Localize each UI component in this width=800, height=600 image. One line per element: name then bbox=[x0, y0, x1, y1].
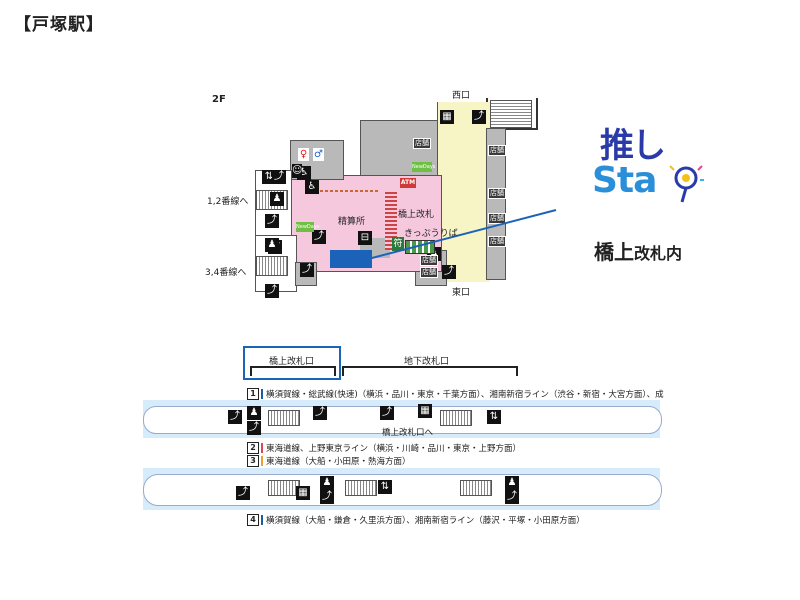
track-2-color bbox=[261, 443, 263, 453]
person-icon-1: ♟ bbox=[265, 238, 279, 252]
upper-person-icon-1: ♟ bbox=[247, 406, 261, 420]
escalator-icon-5: ⤴ bbox=[300, 263, 314, 277]
shop-tag-7: 店舗 bbox=[420, 267, 438, 278]
shop-tag-6: 店舗 bbox=[420, 255, 438, 266]
oshi-sta-logo: 推し Sta bbox=[592, 118, 722, 228]
shop-tag-5: 店舗 bbox=[488, 236, 506, 247]
logo-caption-rest: 改札内 bbox=[634, 244, 683, 263]
upper-escalator-icon-1: ⤴ bbox=[228, 410, 242, 424]
gate-left-bracket bbox=[250, 366, 336, 376]
logo-star-icon bbox=[669, 165, 704, 203]
lower-escalator-icon-3: ⤴ bbox=[505, 490, 519, 504]
pink-divider-2 bbox=[385, 190, 397, 250]
newdays-badge-top: NewDays bbox=[412, 162, 436, 172]
track-3-number: 3 bbox=[247, 455, 259, 467]
track-4-color bbox=[261, 515, 263, 525]
logo-text-top: 推し bbox=[600, 126, 666, 166]
track-2-number: 2 bbox=[247, 442, 259, 454]
bridge-gate-highlight bbox=[330, 250, 372, 268]
track-4-text: 横須賀線（大船・鎌倉・久里浜方面）、湘南新宿ライン（藤沢・平塚・小田原方面） bbox=[266, 516, 585, 526]
atm-badge: ATM bbox=[400, 178, 416, 188]
lower-stair-3 bbox=[460, 480, 492, 496]
logo-caption-strong: 橋上 bbox=[594, 240, 634, 264]
bridge-gate-label: 橋上改札 bbox=[398, 210, 435, 220]
stair-to-3-4 bbox=[256, 256, 288, 276]
baby-icon: ☺ bbox=[292, 164, 303, 178]
upper-stair-1 bbox=[268, 410, 300, 426]
ticket-office-label: きっぷうりば bbox=[404, 229, 458, 239]
lower-person-icon-2: ♟ bbox=[505, 476, 519, 490]
gate-right-bracket bbox=[342, 366, 518, 376]
person-icon-2: ♟ bbox=[270, 192, 284, 206]
lower-escalator-icon-1: ⤴ bbox=[236, 486, 250, 500]
pointer-line bbox=[371, 209, 557, 259]
lower-escalator-icon-2: ⤴ bbox=[320, 490, 334, 504]
gate-right-label: 地下改札口 bbox=[404, 357, 450, 367]
floor-map: 2F ♀ ♂ ♿ ☺ ⇅ ⤴ ⤴ ⤴ ⤴ ♟ ♟ ⤴ ⤴ ♿ ⊟ ▦ ⤴ ⤴ ♟… bbox=[205, 91, 557, 298]
upper-elevator-icon: ⇅ bbox=[487, 410, 501, 424]
track-1-text: 横須賀線・総武線(快速)（横浜・品川・東京・千葉方面）、湘南新宿ライン（渋谷・新… bbox=[266, 390, 664, 400]
shop-tag-2: 店舗 bbox=[488, 145, 506, 156]
ticket-icon: ⊟ bbox=[358, 231, 372, 245]
escalator-icon-2: ⤴ bbox=[265, 214, 279, 228]
escalator-icon-6: ⤴ bbox=[312, 230, 326, 244]
upper-escalator-icon-2: ⤴ bbox=[247, 421, 261, 435]
lower-elevator-icon: ⇅ bbox=[378, 480, 392, 494]
newdays-badge-left: NewDays bbox=[296, 222, 320, 232]
track-3-text: 東海道線（大船・小田原・熱海方面） bbox=[266, 457, 411, 467]
gate-left-box bbox=[243, 346, 341, 380]
fare-adjust-label: 精算所 bbox=[338, 217, 366, 227]
west-exit-stairs bbox=[490, 100, 532, 128]
floor-label: 2F bbox=[212, 94, 226, 105]
shop-tag-3: 店舗 bbox=[488, 188, 506, 199]
track-1-number: 1 bbox=[247, 388, 259, 400]
upper-escalator-icon-4: ⤴ bbox=[380, 406, 394, 420]
west-exit-label: 西口 bbox=[452, 91, 471, 101]
track-2-text: 東海道線、上野東京ライン（横浜・川崎・品川・東京・上野方面） bbox=[266, 444, 522, 454]
locker-icon: ▦ bbox=[440, 110, 454, 124]
track-1-color bbox=[261, 389, 263, 399]
shop-tag-4: 店舗 bbox=[488, 213, 506, 224]
to-line-3-4-label: 3,4番線へ bbox=[205, 268, 247, 278]
restroom-male-icon: ♀ bbox=[298, 148, 309, 161]
lower-stair-2 bbox=[345, 480, 377, 496]
escalator-icon-1: ⤴ bbox=[272, 170, 286, 184]
ticket-gate-icon: 符 bbox=[392, 237, 404, 251]
wheelchair-icon: ♿ bbox=[305, 180, 319, 194]
upper-locker-icon: ▦ bbox=[418, 404, 432, 418]
upper-escalator-icon-3: ⤴ bbox=[313, 406, 327, 420]
logo-caption: 橋上改札内 bbox=[594, 236, 682, 265]
gate-left-label: 橋上改札口 bbox=[269, 357, 315, 367]
to-line-1-2-label: 1,2番線へ bbox=[207, 197, 249, 207]
track-4-number: 4 bbox=[247, 514, 259, 526]
upper-stair-2 bbox=[440, 410, 472, 426]
pink-divider-1 bbox=[320, 190, 380, 192]
restroom-female-icon: ♂ bbox=[313, 148, 324, 161]
track-3-color bbox=[261, 456, 263, 466]
lower-locker-icon: ▦ bbox=[296, 486, 310, 500]
shop-tag-1: 店舗 bbox=[413, 138, 431, 149]
lower-person-icon-1: ♟ bbox=[320, 476, 334, 490]
escalator-icon-7: ⤴ bbox=[472, 110, 486, 124]
lower-platform bbox=[143, 474, 662, 506]
escalator-icon-8: ⤴ bbox=[442, 265, 456, 279]
platform-map: 橋上改札口 地下改札口 1 横須賀線・総武線(快速)（横浜・品川・東京・千葉方面… bbox=[0, 340, 800, 540]
east-exit-label: 東口 bbox=[452, 288, 471, 298]
to-bridge-gate-label: 橋上改札口へ bbox=[382, 428, 434, 438]
logo-text-bottom: Sta bbox=[592, 160, 657, 201]
page-title: 【戸塚駅】 bbox=[14, 15, 104, 35]
escalator-icon-4: ⤴ bbox=[265, 284, 279, 298]
